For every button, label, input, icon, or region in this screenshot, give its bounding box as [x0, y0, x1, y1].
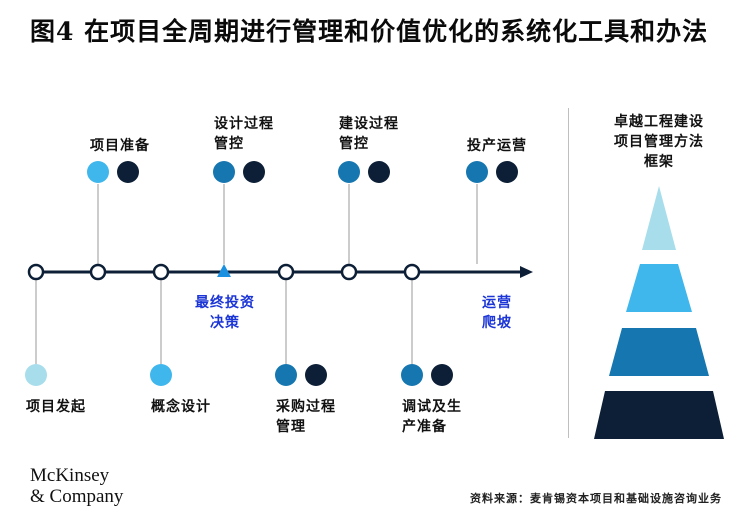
timeline-node — [89, 263, 107, 281]
stage-label-procurement: 采购过程 管理 — [276, 397, 336, 437]
pyramid-level-base — [594, 391, 724, 439]
stage-label-design-control: 设计过程 管控 — [214, 114, 274, 154]
stage-dot-mid — [275, 364, 297, 386]
milestone-label-line: 爬坡 — [482, 315, 512, 331]
stage-dot-navy — [243, 161, 265, 183]
timeline-node — [152, 263, 170, 281]
stage-label-line: 调试及生 — [402, 399, 462, 415]
timeline-node — [277, 263, 295, 281]
milestone-label-line: 决策 — [210, 315, 240, 331]
framework-title-line: 项目管理方法 — [614, 134, 704, 150]
milestone-label-line: 运营 — [482, 295, 512, 311]
logo-line: McKinsey — [30, 465, 110, 486]
timeline-node — [27, 263, 45, 281]
stage-label-line: 产准备 — [402, 419, 447, 435]
section-divider — [568, 108, 569, 438]
stage-label-line: 管理 — [276, 419, 306, 435]
framework-title: 卓越工程建设 项目管理方法 框架 — [600, 112, 718, 172]
axis-arrowhead — [520, 266, 533, 278]
stage-label-commissioning: 调试及生 产准备 — [402, 397, 462, 437]
stage-label-line: 管控 — [339, 136, 369, 152]
stage-label-line: 建设过程 — [339, 116, 399, 132]
logo-line: & Company — [30, 486, 124, 507]
stage-dot-navy — [117, 161, 139, 183]
stage-dot-navy — [431, 364, 453, 386]
framework-title-line: 框架 — [644, 154, 674, 170]
stage-label-line: 采购过程 — [276, 399, 336, 415]
stage-label-line: 管控 — [214, 136, 244, 152]
stage-label-concept-design: 概念设计 — [151, 399, 211, 415]
stage-dot-light — [25, 364, 47, 386]
pyramid-level-3 — [609, 328, 709, 376]
pyramid-level-top — [642, 186, 676, 250]
milestone-label-line: 最终投资 — [195, 295, 255, 311]
stage-dot-sky — [150, 364, 172, 386]
stage-dot-mid — [213, 161, 235, 183]
stage-label-line: 设计过程 — [214, 116, 274, 132]
stage-dot-mid — [401, 364, 423, 386]
milestone-marker — [217, 264, 231, 277]
mckinsey-logo: McKinsey & Company — [30, 465, 123, 507]
stage-dot-mid — [338, 161, 360, 183]
page-title: 图4 在项目全周期进行管理和价值优化的系统化工具和办法 — [30, 17, 709, 46]
timeline-node — [340, 263, 358, 281]
stage-dot-mid — [466, 161, 488, 183]
stage-dot-sky — [87, 161, 109, 183]
source-note: 资料来源：麦肯锡资本项目和基础设施咨询业务 — [470, 492, 722, 505]
timeline-node — [403, 263, 421, 281]
framework-title-line: 卓越工程建设 — [614, 114, 704, 130]
stage-label-construction-control: 建设过程 管控 — [339, 114, 399, 154]
stage-dot-navy — [368, 161, 390, 183]
stage-label-initiation: 项目发起 — [26, 399, 86, 415]
milestone-label-rampup: 运营 爬坡 — [467, 293, 527, 333]
pyramid-level-2 — [626, 264, 692, 312]
milestone-label-fid: 最终投资 决策 — [188, 293, 262, 333]
stage-dot-navy — [496, 161, 518, 183]
stage-label-operations: 投产运营 — [467, 138, 527, 154]
stage-dot-navy — [305, 364, 327, 386]
stage-label-project-prep: 项目准备 — [90, 138, 150, 154]
